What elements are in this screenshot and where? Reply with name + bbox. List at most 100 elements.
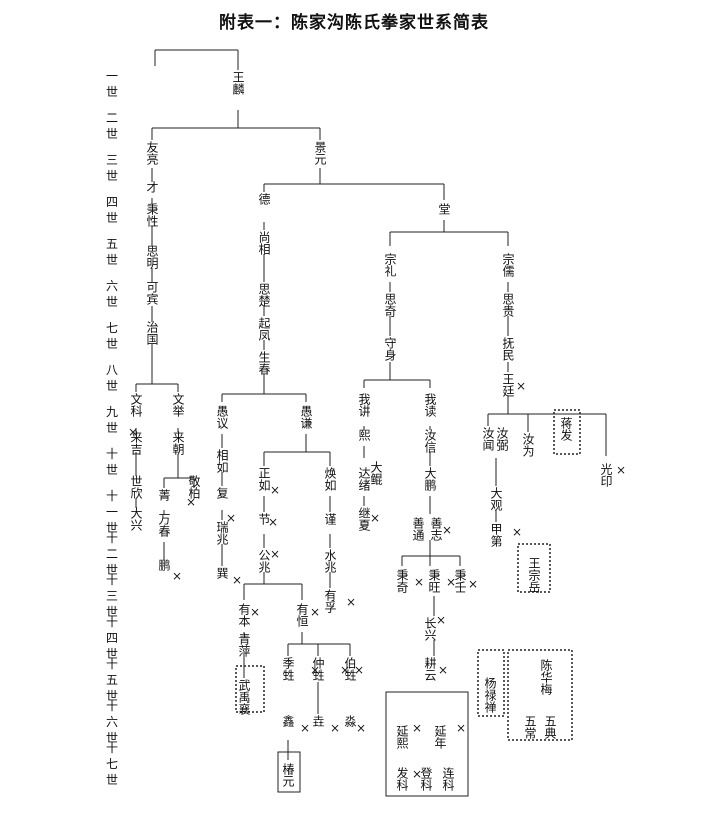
person-wen-ju: 文举	[171, 393, 185, 417]
generation-label: 十一世	[105, 489, 118, 535]
person-yan-xi: 延熙	[395, 725, 409, 749]
no-descendant-mark: ×	[300, 721, 311, 735]
person-shi-xin: 世欣	[129, 475, 143, 499]
disciple-box	[477, 649, 505, 717]
person-chen-hua-mei: 陈华梅	[539, 659, 553, 695]
person-shan-zhi: 善志	[429, 517, 443, 541]
person-you-heng: 有恒	[295, 603, 309, 627]
person-bo-sheng: 伯甡	[343, 657, 357, 681]
no-descendant-mark: ×	[128, 425, 139, 439]
person-you-ben: 有本	[237, 603, 251, 627]
no-descendant-mark: ×	[412, 767, 423, 781]
generation-label: 七世	[105, 321, 118, 351]
disciple-box	[517, 543, 551, 593]
person-wu-dian: 五典	[543, 715, 557, 739]
person-shui-zhao: 水兆	[323, 549, 337, 573]
person-cai: 才	[145, 181, 159, 193]
generation-label: 三世	[105, 153, 118, 183]
person-shan-tong: 善通	[411, 517, 425, 541]
no-descendant-mark: ×	[468, 577, 479, 591]
person-yu-yi: 愚议	[215, 405, 229, 429]
person-geng-yun: 耕云	[423, 657, 437, 681]
person-ru-wei: 汝为	[521, 433, 535, 457]
group-box	[277, 751, 301, 793]
person-ru-xin: 汝信	[423, 429, 437, 453]
person-xi: 熙	[357, 429, 371, 441]
no-descendant-mark: ×	[512, 525, 523, 539]
person-fu: 复	[215, 487, 229, 499]
generation-label: 二世	[105, 111, 118, 141]
person-si-ming: 思明	[145, 245, 159, 269]
person-jie: 节	[257, 513, 271, 525]
person-fu-min: 抚民	[501, 337, 515, 361]
group-box	[385, 691, 469, 797]
person-bing-xing: 秉性	[145, 203, 159, 227]
person-yi: 巽	[215, 567, 229, 579]
person-lai-chao: 来朝	[171, 431, 185, 455]
person-gui: 垚	[311, 715, 325, 727]
generation-label: 十五世	[105, 657, 118, 703]
no-descendant-mark: ×	[268, 515, 279, 529]
no-descendant-mark: ×	[616, 463, 627, 477]
no-descendant-mark: ×	[516, 379, 527, 393]
person-wu-yu-xiang: 武禹襄	[237, 679, 251, 715]
person-si-gui: 思贵	[501, 293, 515, 317]
person-chun-yuan: 椿元	[281, 763, 295, 787]
person-bing-ren: 秉壬	[453, 569, 467, 593]
no-descendant-mark: ×	[356, 721, 367, 735]
person-xiang-ru: 相如	[215, 449, 229, 473]
no-descendant-mark: ×	[414, 575, 425, 589]
disciple-box	[235, 665, 265, 713]
person-ru-wen: 汝闻	[481, 427, 495, 451]
generation-label: 十二世	[105, 531, 118, 577]
person-chang-xing: 长兴	[423, 617, 437, 641]
no-descendant-mark: ×	[250, 605, 261, 619]
person-wo-du: 我读	[423, 393, 437, 417]
person-qing-ping: 青萍	[237, 633, 251, 657]
generation-label: 一世	[105, 69, 118, 99]
person-wang-zong-yue: 王宗岳	[527, 557, 541, 593]
person-zong-ru: 宗儒	[501, 253, 515, 277]
no-descendant-mark: ×	[370, 511, 381, 525]
person-wen-ke: 文科	[129, 393, 143, 417]
person-wang-lin: 王麟	[231, 71, 245, 95]
no-descendant-mark: ×	[232, 573, 243, 587]
person-peng: 鹏	[157, 559, 171, 571]
no-descendant-mark: ×	[446, 575, 457, 589]
no-descendant-mark: ×	[310, 605, 321, 619]
generation-label: 八世	[105, 363, 118, 393]
person-da-kun: 大鲲	[369, 461, 383, 485]
person-xin: 鑫	[281, 715, 295, 727]
person-wo-jiang: 我讲	[357, 393, 371, 417]
person-jing-bai: 敬柏	[187, 475, 201, 499]
person-jin: 谨	[323, 513, 337, 525]
person-sheng-chun: 生春	[257, 351, 271, 375]
no-descendant-mark: ×	[270, 547, 281, 561]
generation-label: 十六世	[105, 699, 118, 745]
no-descendant-mark: ×	[456, 721, 467, 735]
person-ji-sheng: 季甡	[281, 657, 295, 681]
person-zong-li: 宗礼	[383, 253, 397, 277]
person-gong-zhao: 公兆	[257, 549, 271, 573]
generation-label: 四世	[105, 195, 118, 225]
person-de: 德	[257, 193, 271, 205]
person-miao: 淼	[343, 715, 357, 727]
person-shang-xiang: 尚相	[257, 231, 271, 255]
no-descendant-mark: ×	[436, 613, 447, 627]
person-jing-yuan: 景元	[313, 141, 327, 165]
generation-label: 十七世	[105, 741, 118, 787]
person-wan-chun: 万春	[157, 513, 171, 537]
person-si-chu: 思楚	[257, 283, 271, 307]
no-descendant-mark: ×	[310, 663, 321, 677]
person-ji-xia: 继夏	[357, 507, 371, 531]
person-si-qi: 思奇	[383, 293, 397, 317]
person-zheng-ru: 正如	[257, 467, 271, 491]
person-ke-bin: 可宾	[145, 281, 159, 305]
person-deng-ke: 登科	[419, 767, 433, 791]
person-jia-di: 甲第	[489, 523, 503, 547]
disciple-box	[507, 649, 573, 741]
person-lai-ji: 来吉	[129, 431, 143, 455]
person-bing-qi: 秉奇	[395, 569, 409, 593]
generation-label: 十四世	[105, 615, 118, 661]
person-yan-nian: 延年	[433, 725, 447, 749]
